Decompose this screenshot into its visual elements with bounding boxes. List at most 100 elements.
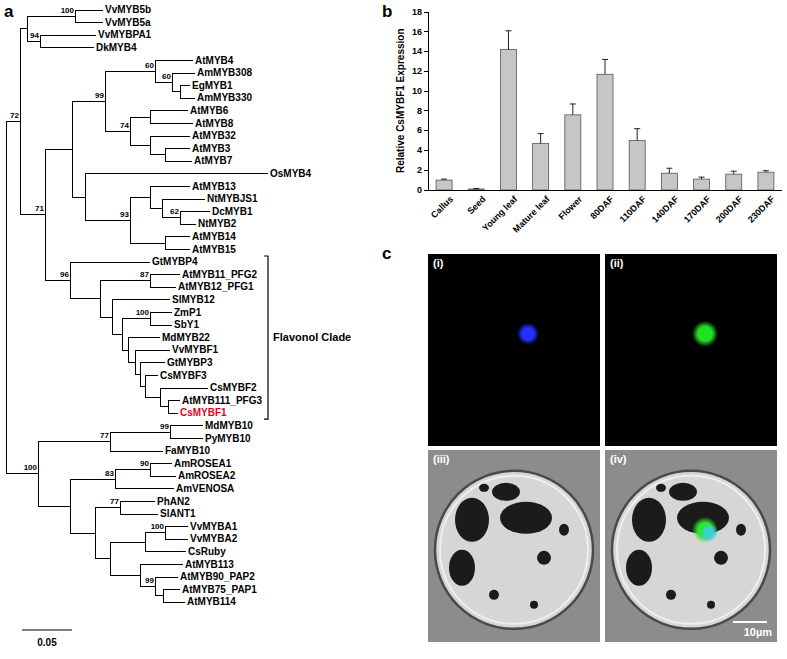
taxon-label: AmMYB308 <box>197 67 252 79</box>
micrograph <box>428 254 600 446</box>
tick-label: 2 <box>417 165 422 175</box>
tree-branch <box>130 117 150 118</box>
taxon-label: VvMYBPA1 <box>98 29 151 41</box>
tree-branch <box>150 312 172 313</box>
tree-branch <box>130 197 131 243</box>
axis-tick <box>424 71 428 72</box>
tree-branch <box>150 110 188 111</box>
clade-label: Flavonol Clade <box>273 331 351 344</box>
tree-branch <box>70 479 71 533</box>
tree-branch <box>163 589 180 590</box>
tree-branch <box>170 438 203 439</box>
scale-bar <box>733 621 767 623</box>
taxon-label: AtMYB113 <box>185 559 234 571</box>
tree-branch <box>112 299 170 300</box>
tick-label: 8 <box>417 106 422 116</box>
error-bar <box>538 134 544 144</box>
tree-branch <box>160 388 208 389</box>
tree-branch <box>180 98 195 99</box>
taxon-label: AtMYB32 <box>192 130 236 142</box>
tree-branch <box>85 173 268 174</box>
tree-branch <box>145 533 146 552</box>
bootstrap-value: 100 <box>24 463 37 472</box>
cell-membrane <box>440 476 588 624</box>
chloroplast <box>479 484 489 492</box>
tree-branch <box>27 16 75 17</box>
tree-branch <box>40 47 94 48</box>
bootstrap-value: 100 <box>151 522 164 531</box>
expression-bar <box>629 141 645 190</box>
category-label: Callus <box>429 194 455 220</box>
tree-branch <box>150 325 172 326</box>
tree-branch <box>100 281 101 317</box>
taxon-label: AtMYB6 <box>190 105 228 117</box>
micrograph-panel: (iv)10µm <box>605 450 777 642</box>
axis-tick <box>424 110 428 111</box>
tree-branch <box>165 526 188 527</box>
tree-branch <box>115 488 174 489</box>
micrograph-panel: (i) <box>428 254 600 446</box>
tree-branch <box>150 154 165 155</box>
panel-label: (i) <box>433 257 443 270</box>
taxon-label: MdMYB22 <box>162 332 210 344</box>
tree-branch <box>145 375 158 376</box>
taxon-label: OsMYB4 <box>270 168 311 180</box>
tree-branch <box>135 350 170 351</box>
taxon-label: DcMYB1 <box>212 206 253 218</box>
tree-branch <box>150 312 151 325</box>
chloroplast <box>666 590 676 600</box>
taxon-label: PyMYB10 <box>205 433 251 445</box>
tree-branch <box>150 123 193 124</box>
tree-branch <box>100 317 112 318</box>
tree-branch <box>70 298 100 299</box>
expression-bar <box>661 173 677 190</box>
error-bar <box>441 179 447 181</box>
taxon-label: AtMYB75_PAP1 <box>182 584 257 596</box>
error-bar <box>570 104 576 115</box>
tree-branch <box>180 224 196 225</box>
taxon-label: MdMYB10 <box>205 420 253 432</box>
axis-tick <box>424 51 428 52</box>
tree-branch <box>150 476 176 477</box>
bootstrap-value: 93 <box>120 210 129 219</box>
error-bar <box>505 31 511 50</box>
tree-branch <box>105 71 106 131</box>
panel-label: (ii) <box>610 257 623 270</box>
tree-branch <box>140 564 183 565</box>
bootstrap-value: 71 <box>35 204 44 213</box>
tree-branch <box>72 197 85 198</box>
tree-branch <box>110 451 163 452</box>
tree-branch <box>70 533 95 534</box>
tree-branch <box>155 60 193 61</box>
category-label: 140DAF <box>650 194 681 225</box>
cell-membrane <box>617 476 765 624</box>
tree-branch <box>155 60 156 82</box>
tick-label: 10 <box>412 86 422 96</box>
taxon-label: SlANT1 <box>160 508 196 520</box>
category-label: 110DAF <box>618 194 649 225</box>
tree-branch <box>85 220 130 221</box>
taxon-label: AtMYB15 <box>192 244 236 256</box>
chloroplast <box>559 524 569 536</box>
taxon-label: NtMYBJS1 <box>207 193 258 205</box>
tree-branch <box>165 149 166 162</box>
bootstrap-value: 77 <box>100 431 109 440</box>
bootstrap-value: 72 <box>10 111 19 120</box>
clade-bracket <box>264 256 268 419</box>
tree-branch <box>115 470 116 489</box>
bootstrap-value: 99 <box>145 576 154 585</box>
taxon-label: AtMYB111_PFG3 <box>182 395 262 407</box>
tree-branch <box>38 506 70 507</box>
tree-branch <box>140 564 141 586</box>
bootstrap-value: 100 <box>61 6 74 15</box>
taxon-label: CsMYBF2 <box>210 382 257 394</box>
bootstrap-value: 90 <box>140 459 149 468</box>
tree-branch <box>128 337 160 338</box>
taxon-label: VvMYBA1 <box>190 521 237 533</box>
bootstrap-value: 60 <box>145 61 154 70</box>
tree-branch <box>115 469 150 470</box>
bootstrap-value: 96 <box>60 270 69 279</box>
tree-branch <box>150 287 176 288</box>
tree-branch <box>27 41 40 42</box>
panel-letter: b <box>382 2 392 22</box>
